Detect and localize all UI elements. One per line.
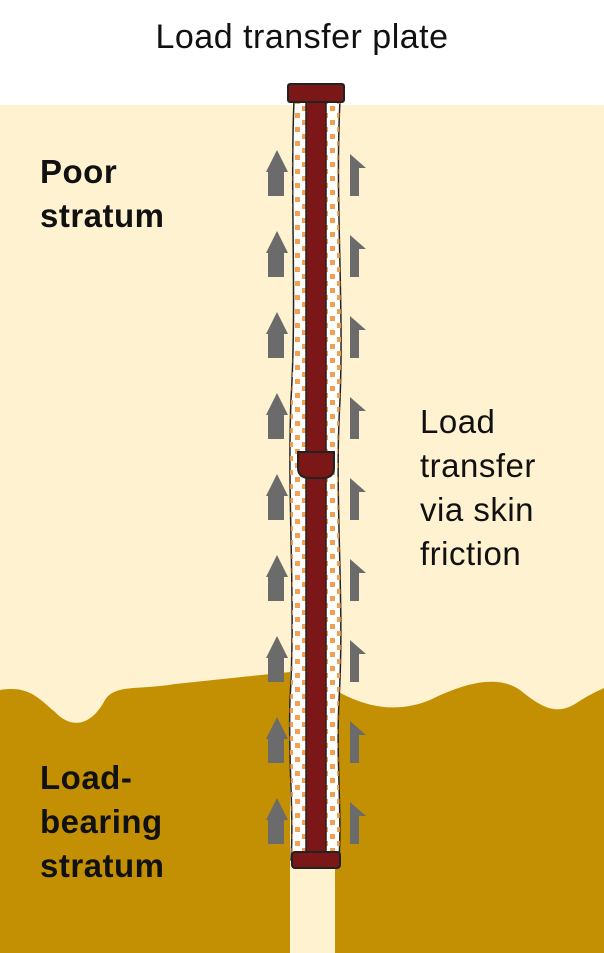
poor-stratum-label-line: stratum (40, 197, 165, 234)
skin-friction-label-line: via skin (420, 491, 535, 528)
load-bearing-stratum-layer (0, 672, 604, 953)
friction-arrow-left (266, 312, 288, 358)
skin-friction-label-line: friction (420, 535, 522, 572)
poor-stratum-label-line: Poor (40, 153, 118, 190)
skin-friction-label-line: transfer (420, 447, 536, 484)
load-bearing-stratum-label-line: bearing (40, 803, 163, 840)
anchor-end-plate (291, 851, 341, 869)
skin-friction-arrows (266, 150, 366, 844)
friction-arrow-left (266, 474, 288, 520)
friction-arrow-left (266, 150, 288, 196)
friction-arrow-right (350, 154, 366, 196)
skin-friction-label: Load transfer via skin friction (420, 400, 536, 576)
rod-coupler (297, 451, 335, 479)
anchor-rod-lower (305, 475, 327, 855)
friction-arrow-right (350, 316, 366, 358)
poor-stratum-label: Poor stratum (40, 150, 165, 238)
friction-arrow-right (350, 721, 366, 763)
load-transfer-plate (287, 83, 345, 103)
friction-arrow-left (266, 231, 288, 277)
friction-arrow-left (266, 798, 288, 844)
load-bearing-stratum-label-line: Load- (40, 759, 133, 796)
friction-arrow-left (266, 636, 288, 682)
friction-arrow-right (350, 802, 366, 844)
friction-arrow-left (266, 555, 288, 601)
load-bearing-stratum-label-line: stratum (40, 847, 165, 884)
anchor-rod-upper (305, 99, 327, 453)
friction-arrow-right (350, 559, 366, 601)
load-bearing-stratum-label: Load- bearing stratum (40, 756, 165, 888)
friction-arrow-right (350, 235, 366, 277)
skin-friction-label-line: Load (420, 403, 496, 440)
friction-arrow-left (266, 717, 288, 763)
title-label: Load transfer plate (155, 18, 449, 56)
friction-arrow-right (350, 640, 366, 682)
friction-arrow-right (350, 478, 366, 520)
friction-arrow-left (266, 393, 288, 439)
friction-arrow-right (350, 397, 366, 439)
